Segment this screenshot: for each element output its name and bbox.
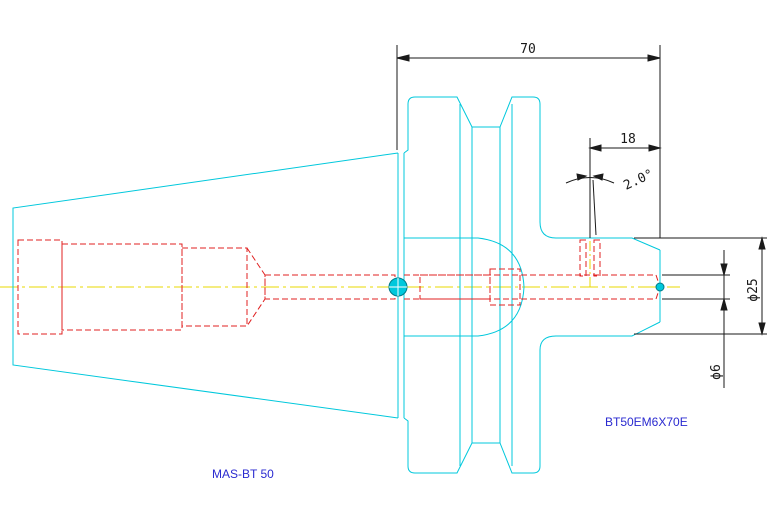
- center-mark-left: [388, 277, 408, 297]
- angle-text: 2.0°: [621, 167, 656, 194]
- dimension-diameter-6: [662, 250, 730, 388]
- dimension-18: [588, 138, 662, 180]
- hidden-lines: [17, 239, 661, 335]
- dimension-70: [396, 45, 661, 238]
- dimension-diameter-25-text: ϕ25: [746, 278, 761, 301]
- dimension-18-text: 18: [620, 132, 636, 147]
- angle-dimension: [565, 173, 615, 236]
- dimension-diameter-25: [634, 236, 767, 336]
- flange-outline: [403, 96, 661, 474]
- part-number-label: BT50EM6X70E: [605, 415, 688, 429]
- taper-shank-outline: [12, 152, 405, 419]
- center-mark-right: [655, 282, 665, 292]
- dimension-70-text: 70: [520, 42, 536, 57]
- dimension-diameter-6-text: ϕ6: [709, 364, 724, 380]
- taper-standard-label: MAS-BT 50: [212, 467, 274, 481]
